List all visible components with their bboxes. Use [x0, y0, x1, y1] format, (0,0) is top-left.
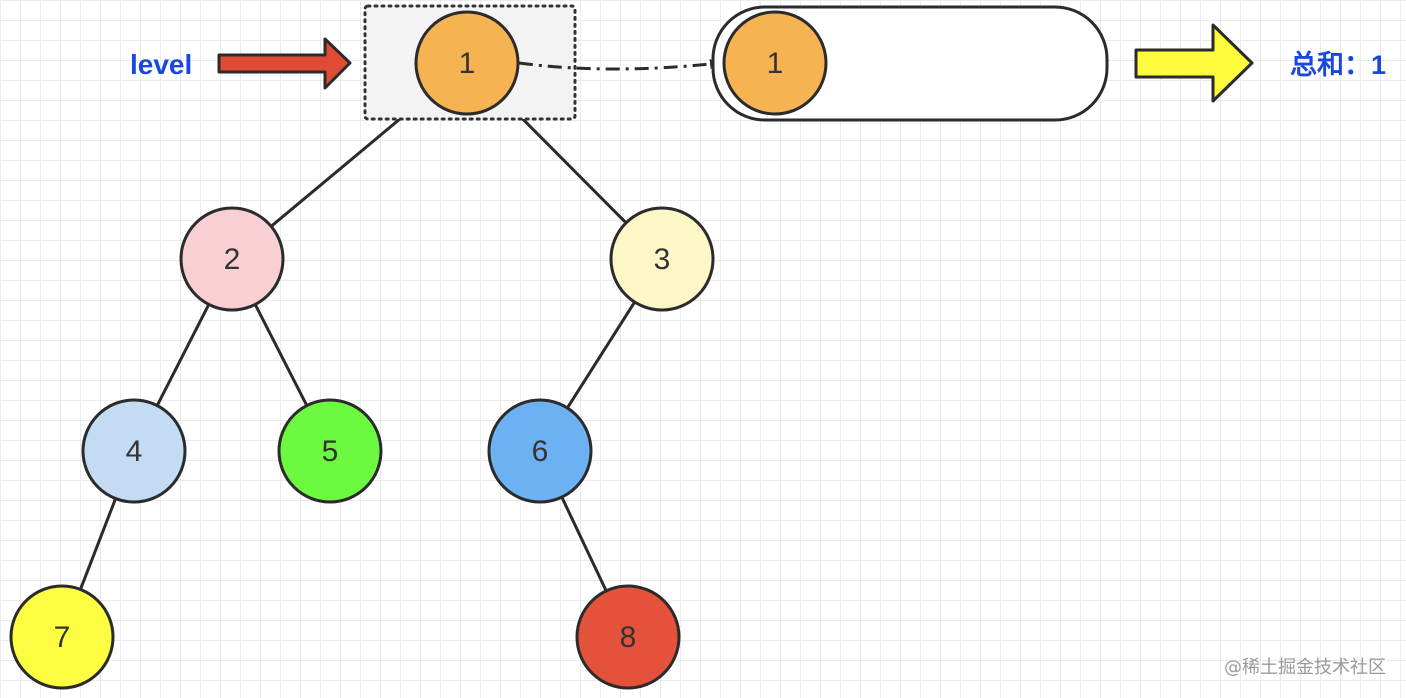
tree-node-1-label: 1	[459, 47, 476, 80]
tree-node-3-circle	[609, 206, 715, 312]
watermark: @稀土掘金技术社区	[1224, 657, 1386, 678]
tree-node-8-label: 8	[620, 621, 637, 654]
red-arrow-icon	[217, 37, 352, 90]
tree-node-7: 7	[9, 584, 115, 690]
queue-item-1: 1	[722, 10, 828, 116]
tree-node-3-label: 3	[654, 243, 671, 276]
tree-node-8-circle	[575, 584, 681, 690]
tree-node-5-circle	[277, 398, 383, 504]
enqueue-arrow	[518, 59, 722, 71]
tree-node-3: 3	[609, 206, 715, 312]
tree-node-4-circle	[81, 398, 187, 504]
tree-node-4: 4	[81, 398, 187, 504]
tree-nodes: 1 2 3 4 5 6 7 8	[9, 10, 715, 690]
yellow-arrow-icon	[1134, 23, 1254, 103]
queue-items: 1	[722, 10, 828, 116]
tree-node-2-label: 2	[224, 243, 241, 276]
queue-item-1-circle	[722, 10, 828, 116]
tree-node-2-circle	[179, 206, 285, 312]
queue-item-1-label: 1	[767, 47, 784, 80]
tree-node-7-label: 7	[54, 621, 71, 654]
edge-n4-n7	[79, 498, 117, 590]
tree-node-6-label: 6	[532, 435, 549, 468]
tree-edges	[79, 94, 636, 592]
edge-n6-n8	[560, 496, 608, 592]
tree-node-5-label: 5	[322, 435, 339, 468]
level-label: level	[130, 49, 192, 80]
tree-node-8: 8	[575, 584, 681, 690]
tree-node-5: 5	[277, 398, 383, 504]
edge-n2-n5	[253, 303, 309, 407]
tree-node-7-circle	[9, 584, 115, 690]
edge-n2-n4	[155, 303, 211, 407]
tree-node-1: 1	[414, 10, 520, 116]
tree-node-6-circle	[487, 398, 593, 504]
tree-node-4-label: 4	[126, 435, 143, 468]
edge-n1-n3	[501, 98, 628, 224]
tree-node-6: 6	[487, 398, 593, 504]
tree-node-1-circle	[414, 10, 520, 116]
tree-node-2: 2	[179, 206, 285, 312]
sum-label: 总和：1	[1290, 50, 1386, 80]
edge-n3-n6	[566, 301, 636, 409]
